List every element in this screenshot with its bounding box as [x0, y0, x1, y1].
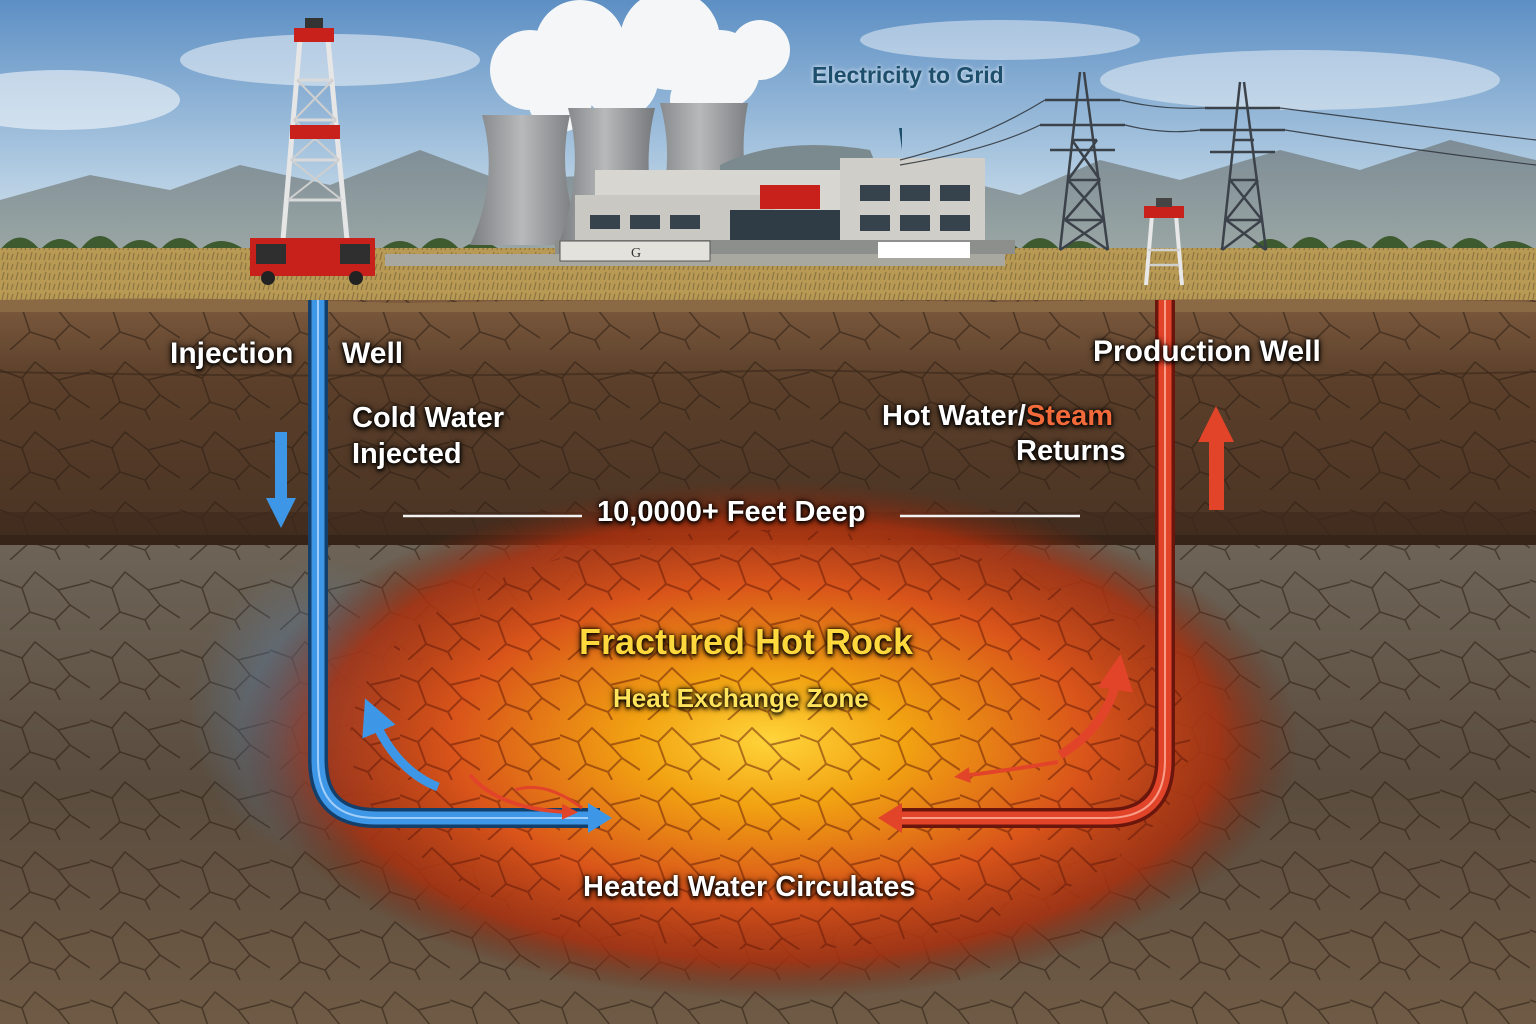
cold-water-label-line1: Cold Water: [352, 402, 504, 434]
power-lines: [899, 99, 1536, 166]
transmission-tower-icon: [1040, 71, 1285, 252]
heat-exchange-zone-label: Heat Exchange Zone: [613, 683, 869, 713]
plant-sign-right: [878, 242, 970, 258]
returns-label: Returns: [1016, 435, 1126, 467]
wellhead-icon: [1144, 198, 1184, 286]
hot-water-label: Hot Water/Steam: [882, 400, 1113, 433]
arrow-down-icon: [266, 432, 296, 528]
circulation-arrow-warm-left: [468, 773, 578, 820]
electricity-to-grid-label: Electricity to Grid: [812, 62, 1004, 88]
grid-pointer-icon: [899, 128, 902, 150]
hot-water-text: Hot Water/: [882, 400, 1026, 432]
injection-label: Injection: [170, 337, 294, 370]
power-plant-icon: [385, 145, 1015, 266]
heated-water-circulates-label: Heated Water Circulates: [583, 871, 916, 903]
injection-arrow-head: [588, 803, 612, 833]
arrow-up-icon: [1198, 406, 1234, 510]
steam-plumes: [490, 0, 790, 132]
tree-line: [0, 236, 1536, 250]
circulation-arrow-cold: [362, 698, 440, 792]
steam-text: Steam: [1025, 400, 1113, 432]
plant-sign-left: G: [559, 240, 711, 262]
production-well-label: Production Well: [1093, 335, 1321, 368]
clouds: [0, 20, 1500, 130]
drilling-rig-icon: [250, 18, 375, 285]
plant-sign-text: G: [631, 246, 641, 261]
production-arrow-head: [878, 803, 902, 833]
circulation-arrow-hot-right: [1057, 654, 1134, 759]
depth-label: 10,0000+ Feet Deep: [597, 496, 866, 528]
cold-water-label-line2: Injected: [352, 438, 462, 470]
injection-well-label: Well: [342, 337, 404, 370]
fractured-hot-rock-label: Fractured Hot Rock: [579, 621, 914, 662]
